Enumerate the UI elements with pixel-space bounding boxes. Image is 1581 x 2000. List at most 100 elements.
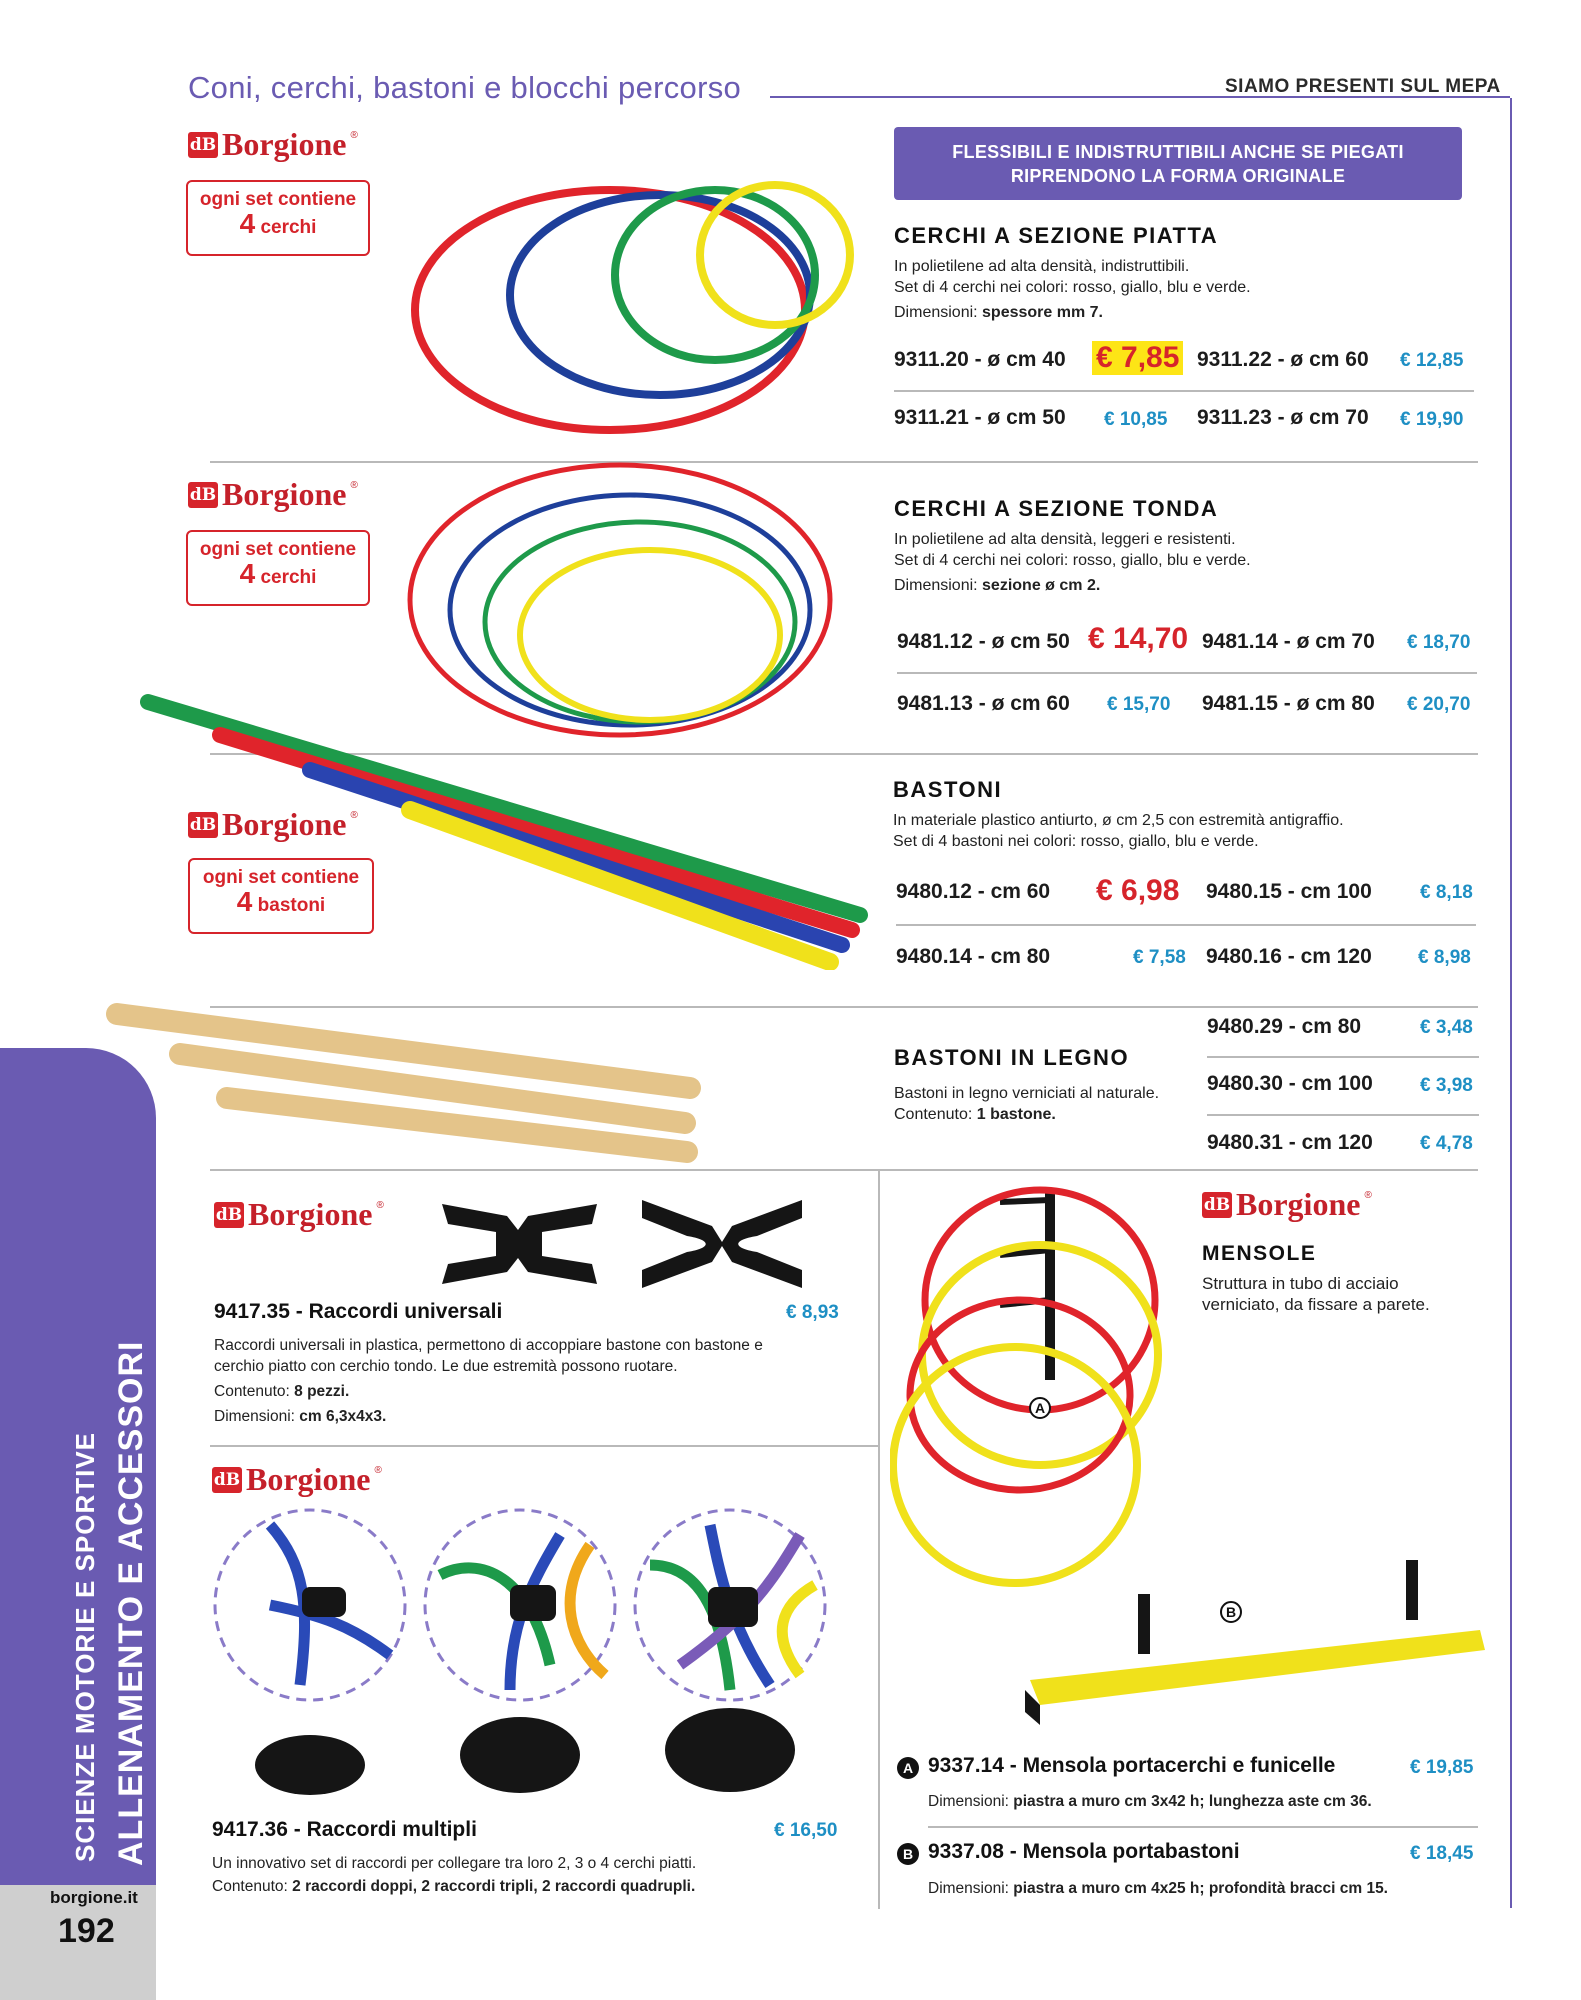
item-price: € 3,98 [1420,1075,1473,1096]
desc-line: Un innovativo set di raccordi per colleg… [212,1855,697,1872]
desc-line: Set di 4 cerchi nei colori: rosso, giall… [894,552,1251,569]
set-contents-label: ogni set contiene [202,867,360,888]
item-code: 9480.12 - cm 60 [896,880,1051,903]
item-code: 9311.21 - ø cm 50 [894,406,1066,429]
brand-mark: dB [188,811,218,838]
item-price: € 20,70 [1407,694,1471,715]
item-price: € 15,70 [1107,694,1171,715]
flat-hoops-image [411,181,854,434]
dim-value: sezione ø cm 2. [982,577,1101,594]
multi-connectors-image [213,1508,827,1795]
desc-line: Struttura in tubo di acciaio [1202,1274,1399,1293]
right-rule [1510,98,1512,1908]
label-a-badge: A [1029,1397,1051,1419]
product-head-mensola-b: 9337.08 - Mensola portabastoni [928,1840,1240,1863]
desc-line: In polietilene ad alta densità, indistru… [894,258,1190,275]
item-price: € 16,50 [774,1820,838,1841]
wooden-sticks-image [106,1003,701,1163]
section-divider [210,1169,1478,1171]
item-code: 9311.20 - ø cm 40 [894,348,1066,371]
item-price-highlight: € 6,98 [1096,874,1180,907]
item-code: 9480.29 - cm 80 [1207,1015,1362,1038]
row-divider [897,672,1477,674]
item-price: € 12,85 [1400,350,1464,371]
product-desc-tonda: In polietilene ad alta densità, leggeri … [894,529,1454,596]
set-unit: cerchi [260,217,317,238]
brand-name: Borgione [248,1196,373,1232]
brand-name: Borgione [222,476,347,512]
product-desc-legno: Bastoni in legno verniciati al naturale.… [894,1083,1194,1125]
brand-mark: dB [1202,1191,1232,1218]
brand-mark: dB [188,481,218,508]
brand-reg: ® [376,1200,384,1211]
brand-logo: dB Borgione ® [1202,1186,1372,1223]
row-divider [928,1826,1478,1828]
set-contents-box: ogni set contiene 4 cerchi [186,180,370,256]
set-unit: cerchi [260,567,317,588]
desc-line: verniciato, da fissare a parete. [1202,1295,1430,1314]
sidebar-footer-bg [0,1885,156,2000]
brand-mark: dB [214,1201,244,1228]
item-code: 9480.15 - cm 100 [1206,880,1372,903]
label-b-badge: B [1220,1601,1242,1623]
contents-value: 1 bastone. [976,1106,1056,1123]
sticks-image [140,694,868,970]
item-code: 9480.31 - cm 120 [1207,1131,1373,1154]
item-price: € 8,18 [1420,882,1473,903]
set-contents-box: ogni set contiene 4 bastoni [188,858,374,934]
product-title-bastoni: BASTONI [893,777,1003,802]
banner-line-1: FLESSIBILI E INDISTRUTTIBILI ANCHE SE PI… [952,141,1404,162]
brand-logo: dB Borgione ® [188,806,358,843]
product-head-raccordi-multipli: 9417.36 - Raccordi multipli [212,1818,477,1841]
dim-label: Dimensioni: [894,577,983,594]
item-price: € 7,58 [1133,947,1186,968]
contents-value: 2 raccordi doppi, 2 raccordi tripli, 2 r… [292,1878,696,1895]
product-desc-piatta: In polietilene ad alta densità, indistru… [894,256,1454,323]
item-code: 9311.23 - ø cm 70 [1197,406,1369,429]
label-a-icon: A [897,1757,919,1779]
item-code: 9481.13 - ø cm 60 [897,692,1070,715]
desc-line: Set di 4 bastoni nei colori: rosso, gial… [893,833,1259,850]
item-code: 9311.22 - ø cm 60 [1197,348,1369,371]
brand-name: Borgione [1236,1186,1361,1222]
label-b-icon: B [897,1843,919,1865]
brand-mark: dB [212,1466,242,1493]
item-price: € 18,70 [1407,632,1471,653]
universal-connectors-image [442,1200,802,1288]
feature-banner: FLESSIBILI E INDISTRUTTIBILI ANCHE SE PI… [894,127,1462,200]
product-desc-mensole: Struttura in tubo di acciaio verniciato,… [1202,1273,1430,1315]
item-code: 9480.14 - cm 80 [896,945,1051,968]
set-contents-box: ogni set contiene 4 cerchi [186,530,370,606]
item-code: 9480.30 - cm 100 [1207,1072,1373,1095]
brand-mark: dB [188,131,218,158]
set-count: 4 [236,886,253,917]
product-head-mensola-a: 9337.14 - Mensola portacerchi e funicell… [928,1754,1336,1777]
product-title-mensole: MENSOLE [1202,1242,1317,1265]
section-label-sub: ALLENAMENTO E ACCESSORI [112,1340,150,1866]
brand-logo: dB Borgione ® [188,126,358,163]
brand-logo: dB Borgione ® [188,476,358,513]
item-price: € 18,45 [1410,1843,1474,1864]
page-number: 192 [58,1912,115,1950]
brand-logo: dB Borgione ® [212,1461,382,1498]
dim-value: piastra a muro cm 4x25 h; profondità bra… [1013,1880,1388,1897]
dim-value: spessore mm 7. [982,304,1103,321]
item-price: € 4,78 [1420,1133,1473,1154]
desc-line: Bastoni in legno verniciati al naturale. [894,1085,1160,1102]
item-price-highlight: € 7,85 [1092,341,1184,375]
item-price: € 19,85 [1410,1757,1474,1778]
section-divider [210,1006,1478,1008]
set-contents-label: ogni set contiene [199,189,357,210]
wall-brackets-image [890,1186,1485,1725]
site-url[interactable]: borgione.it [50,1888,138,1907]
contents-value: 8 pezzi. [294,1383,350,1400]
item-price: € 10,85 [1104,409,1168,430]
contents-label: Contenuto: [214,1383,295,1400]
item-price: € 8,98 [1418,947,1471,968]
dim-value: piastra a muro cm 3x42 h; lunghezza aste… [1013,1793,1372,1810]
page-title: Coni, cerchi, bastoni e blocchi percorso [188,70,742,105]
row-divider [894,390,1474,392]
item-code: 9481.12 - ø cm 50 [897,630,1070,653]
product-dim-mensola-b: Dimensioni: piastra a muro cm 4x25 h; pr… [928,1878,1388,1899]
item-code: 9481.14 - ø cm 70 [1202,630,1375,653]
